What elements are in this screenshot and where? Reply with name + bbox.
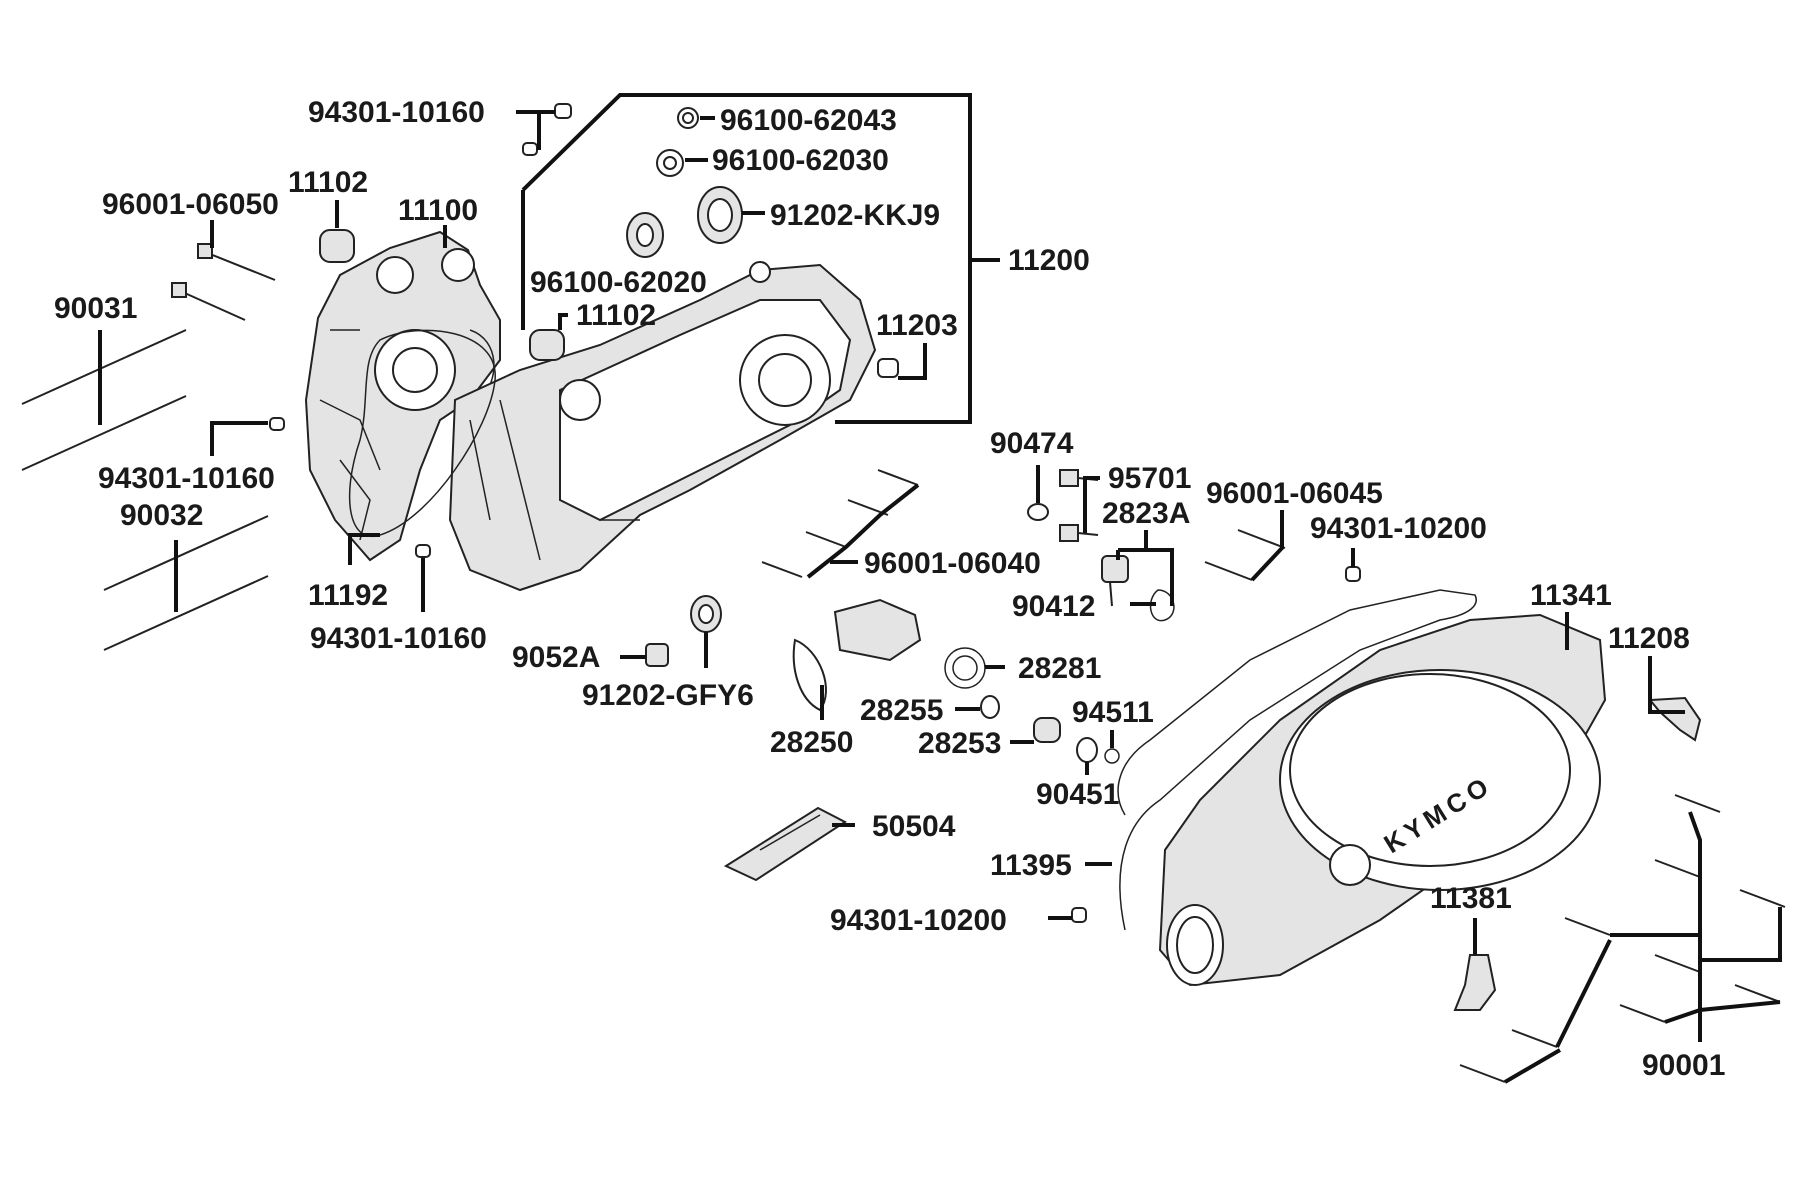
clip-94511-part	[1104, 748, 1120, 764]
part-label: 96001-06045	[1206, 477, 1383, 510]
part-label: 50504	[872, 810, 956, 843]
part-label: 96001-06040	[864, 547, 1041, 580]
part-label: 11395	[990, 849, 1072, 882]
part-label: 90001	[1642, 1049, 1725, 1082]
kick-starter-spindle-part	[792, 598, 922, 712]
part-label: 11100	[398, 194, 478, 227]
part-label: 28250	[770, 726, 853, 759]
part-label: 94301-10160	[98, 462, 275, 495]
part-label: 11102	[288, 166, 368, 199]
part-label: 94301-10160	[308, 96, 485, 129]
part-label: 90031	[54, 292, 137, 325]
bearing-96100-62043-part	[677, 107, 699, 129]
part-label: 9052A	[512, 641, 600, 674]
part-label: 11381	[1430, 882, 1512, 915]
clip-11381-part	[1453, 954, 1497, 1011]
left-crankcase-part	[304, 230, 501, 562]
part-label: 90451	[1036, 778, 1119, 811]
gasket-11192-part	[348, 329, 496, 538]
washer-28255-part	[980, 695, 1000, 719]
part-label: 11192	[308, 579, 388, 612]
part-label: 11341	[1530, 579, 1612, 612]
part-label: 94511	[1072, 696, 1154, 729]
part-label: 28281	[1018, 652, 1101, 685]
leader-lines	[98, 93, 1782, 1084]
part-label: 11203	[876, 309, 958, 342]
oil-seal-91202-kkj9-part	[697, 186, 743, 244]
dowel-pin-part	[269, 103, 1361, 923]
washer-90451-part	[1076, 737, 1098, 763]
clip-90412-part	[1149, 589, 1175, 622]
gasket-11395-part	[1117, 589, 1477, 931]
part-label: 90412	[1012, 590, 1095, 623]
part-label: 96100-62043	[720, 104, 897, 137]
part-label: 28253	[918, 727, 1001, 760]
plate-50504-part	[723, 806, 847, 882]
valve-2823a-part	[1101, 555, 1129, 607]
part-label: 2823A	[1102, 497, 1190, 530]
part-label: 90474	[990, 427, 1074, 460]
oil-seal-91202-gfy6-part	[690, 595, 722, 633]
part-label: 90032	[120, 499, 203, 532]
part-label: 11102	[576, 299, 656, 332]
right-crankcase-part	[448, 261, 877, 592]
stud-bolts-part	[21, 329, 269, 651]
spring-28281-part	[944, 647, 986, 689]
part-label: 96100-62020	[530, 266, 707, 299]
outer-cover-11341-part: KYMCO	[1158, 613, 1607, 987]
drain-plug-9052a-part	[645, 643, 669, 667]
part-label: 91202-KKJ9	[770, 199, 940, 232]
part-label: 94301-10160	[310, 622, 487, 655]
washer-90474-part	[1027, 503, 1049, 521]
part-label: 91202-GFY6	[582, 679, 754, 712]
bearing-96100-62020-part	[626, 212, 664, 258]
part-labels: 94301-10160 96100-62043 96100-62030 9120…	[54, 96, 1725, 1082]
part-label: 95701	[1108, 462, 1191, 495]
bolts-90001-part	[1459, 794, 1786, 1083]
part-label: 96001-06050	[102, 188, 279, 221]
part-label: 28255	[860, 694, 943, 727]
bracket-11208-part	[1647, 696, 1702, 742]
part-label: 11208	[1608, 622, 1690, 655]
bolt-95701-part	[1059, 469, 1099, 542]
part-label: 96100-62030	[712, 144, 889, 177]
bushing-28253-part	[1033, 717, 1061, 743]
bolt-96001-06045-part	[1204, 529, 1286, 581]
bolt-96001-06050-part	[171, 243, 276, 321]
part-label: 94301-10200	[830, 904, 1007, 937]
part-label: 11200	[1008, 244, 1090, 277]
part-label: 94301-10200	[1310, 512, 1487, 545]
bearing-96100-62030-part	[656, 149, 684, 177]
